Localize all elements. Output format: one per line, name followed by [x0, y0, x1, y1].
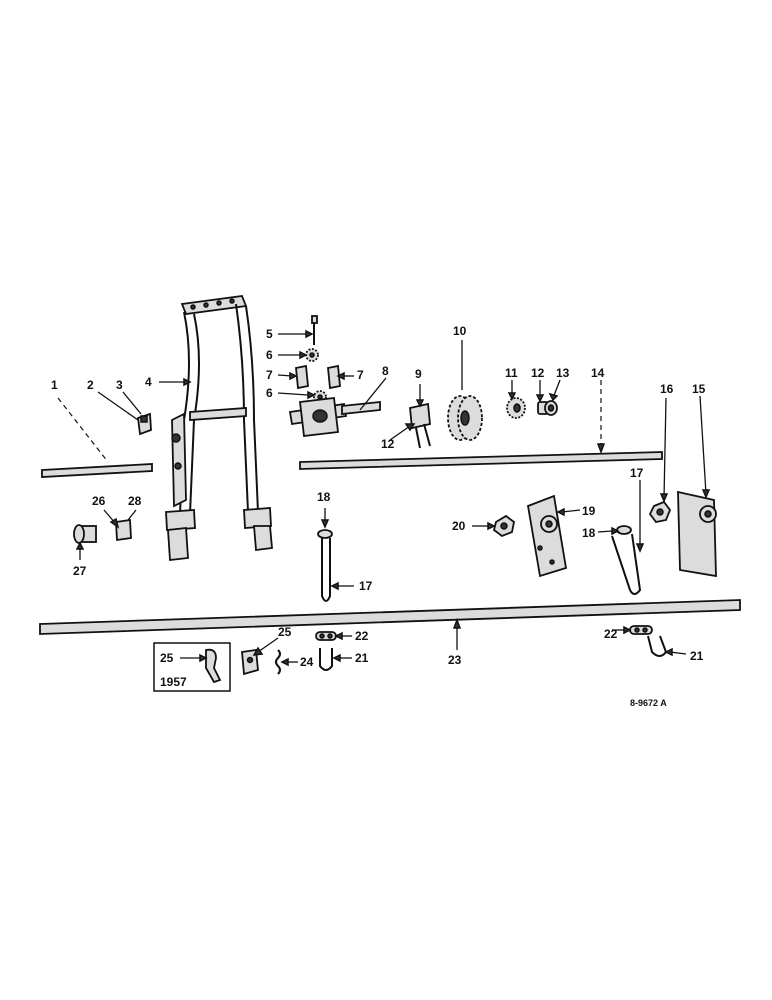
- part-1-shaft: 1: [41, 378, 153, 478]
- callout-16: 16: [660, 382, 674, 396]
- part-23-shaft: 23: [39, 599, 741, 667]
- part-12-13-collar: 12 13: [531, 366, 570, 416]
- part-20-nut: 20: [452, 514, 515, 538]
- part-7-idlers: 7 7: [266, 364, 364, 390]
- part-5-bolt: 5: [266, 315, 318, 345]
- callout-28: 28: [128, 494, 142, 508]
- inset-year: 1957: [160, 675, 187, 689]
- part-4-frame: 4: [145, 295, 273, 561]
- callout-13: 13: [556, 366, 570, 380]
- drawing-number: 8-9672 A: [630, 698, 667, 708]
- part-24-25-clip-spring: 25 24: [241, 625, 314, 676]
- part-18-bolt-right: 18: [582, 525, 632, 540]
- callout-24: 24: [300, 655, 314, 669]
- part-21-22-ubolt-right: 22 21: [604, 625, 704, 663]
- part-16-nut: 16: [648, 382, 674, 523]
- part-10-double-sprocket: 10: [447, 324, 483, 441]
- callout-10: 10: [453, 324, 467, 338]
- callout-18a: 18: [317, 490, 331, 504]
- callout-22a: 22: [355, 629, 369, 643]
- part-9-12-clutch: 9 12: [381, 367, 431, 451]
- part-17-18-center: 18 17: [317, 490, 373, 602]
- callout-23: 23: [448, 653, 462, 667]
- callout-11: 11: [505, 366, 518, 380]
- inset-frame: [153, 642, 231, 692]
- part-19-bearing-plate: 19: [526, 494, 596, 578]
- callout-19: 19: [582, 504, 596, 518]
- callout-2: 2: [87, 378, 94, 392]
- part-26-27-28-bushings: 26 27 28: [73, 494, 142, 578]
- callout-3: 3: [116, 378, 123, 392]
- part-11-sprocket: 11: [505, 366, 526, 419]
- callout-14: 14: [591, 366, 605, 380]
- callout-6b: 6: [266, 386, 273, 400]
- callout-17b: 17: [630, 466, 644, 480]
- callout-18b: 18: [582, 526, 596, 540]
- callout-4: 4: [145, 375, 152, 389]
- callout-21b: 21: [690, 649, 704, 663]
- callout-12a: 12: [381, 437, 395, 451]
- callout-7b: 7: [357, 368, 364, 382]
- callout-12b: 12: [531, 366, 545, 380]
- callout-1: 1: [51, 378, 58, 392]
- callout-5: 5: [266, 327, 273, 341]
- callout-15: 15: [692, 382, 706, 396]
- callout-25b: 25: [278, 625, 292, 639]
- inset-1957: 25 1957: [153, 642, 231, 692]
- callout-27: 27: [73, 564, 87, 578]
- callout-6a: 6: [266, 348, 273, 362]
- callout-9: 9: [415, 367, 422, 381]
- callout-25a: 25: [160, 651, 174, 665]
- part-15-plate: 15: [677, 382, 717, 578]
- part-17-link-right: 17: [611, 466, 645, 595]
- callout-22b: 22: [604, 627, 618, 641]
- callout-26: 26: [92, 494, 106, 508]
- part-8-housing: 8: [288, 364, 389, 437]
- part-2-3-bracket: 2 3: [87, 378, 152, 436]
- callout-20: 20: [452, 519, 466, 533]
- part-14-shaft: 14: [299, 366, 663, 470]
- callout-8: 8: [382, 364, 389, 378]
- callout-7a: 7: [266, 368, 273, 382]
- callout-17a: 17: [359, 579, 373, 593]
- part-21-22-ubolt-left: 22 21: [315, 629, 369, 671]
- callout-21a: 21: [355, 651, 369, 665]
